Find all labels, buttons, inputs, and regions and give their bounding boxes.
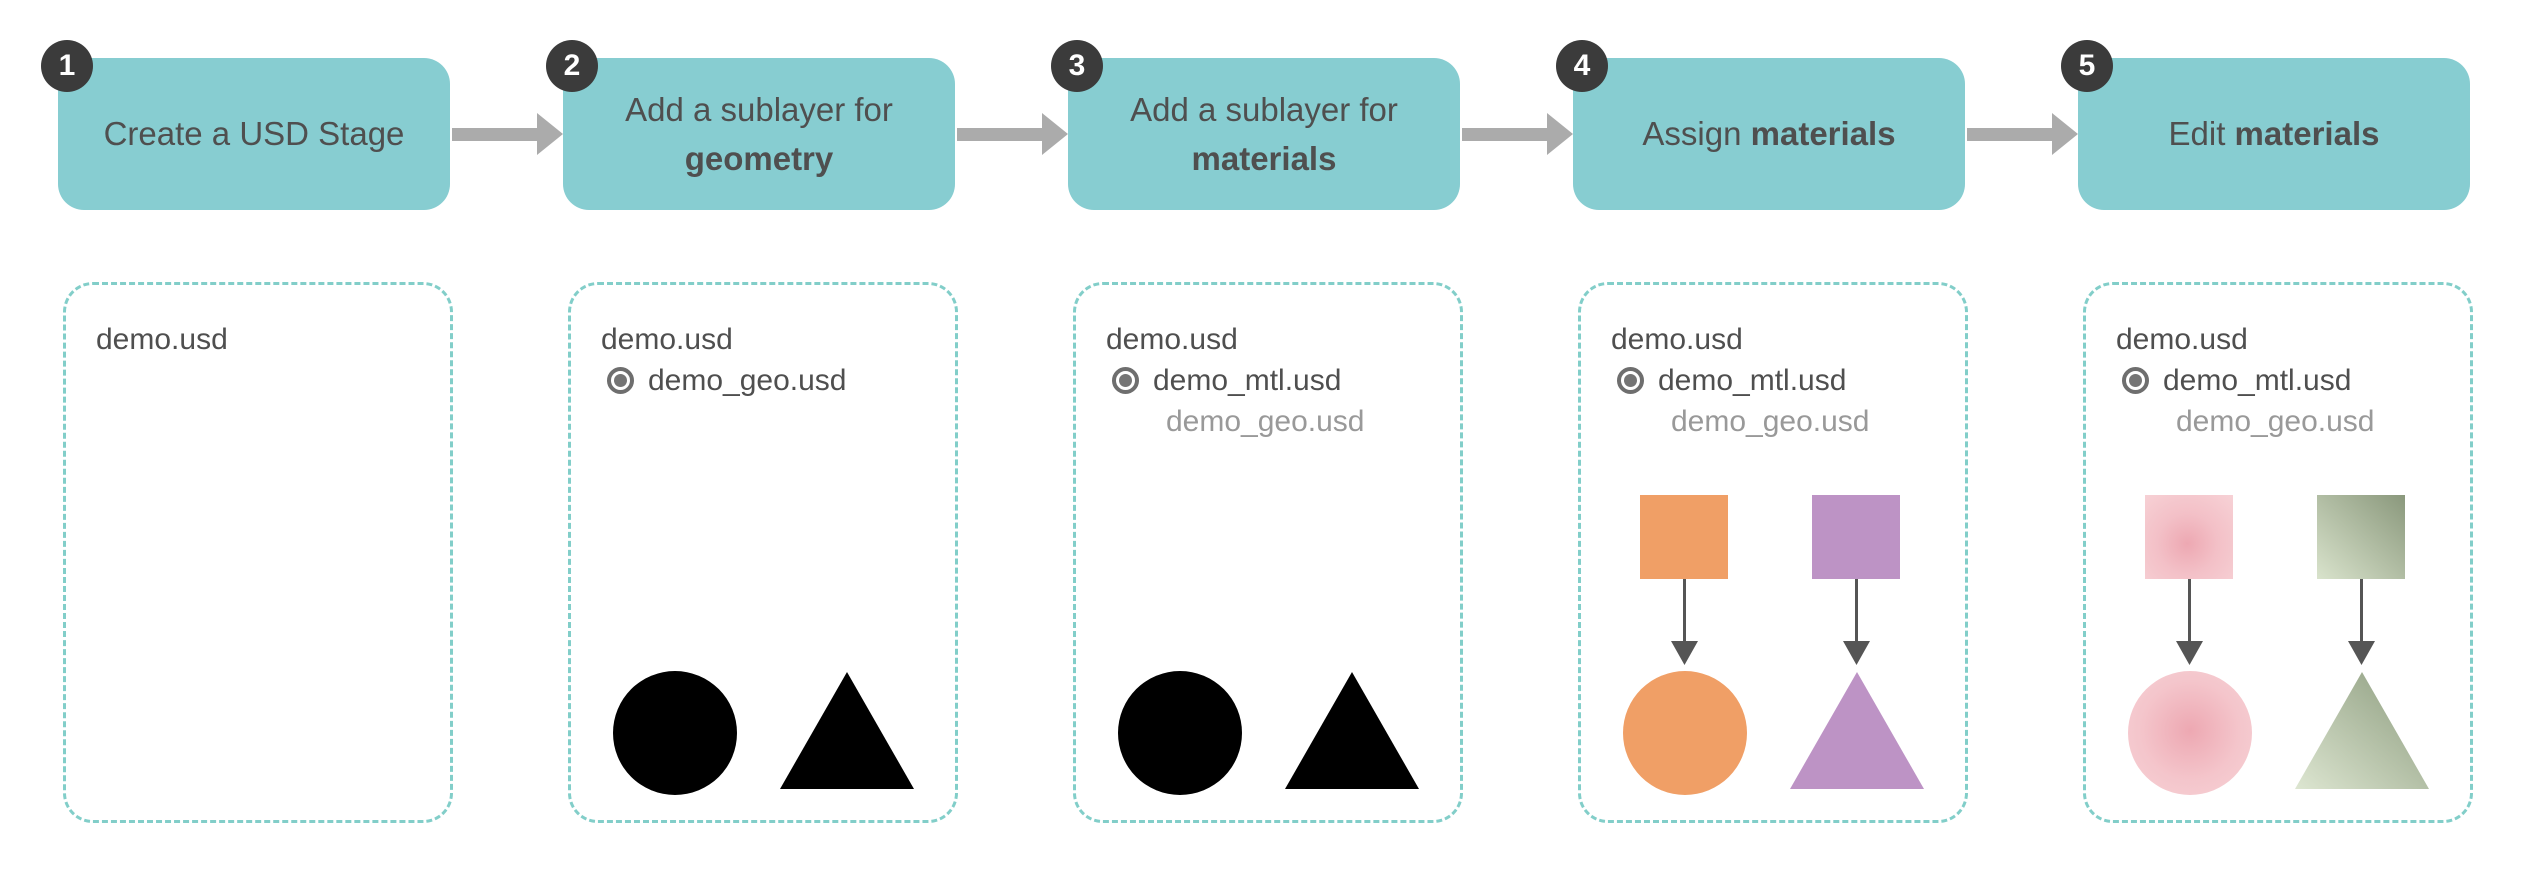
geometry-circle-shape xyxy=(1118,671,1242,795)
assignment-arrow-head-icon xyxy=(1843,641,1870,665)
material-swatch-pink-gradient xyxy=(2145,495,2233,579)
step-label-5-bold: materials xyxy=(2234,115,2380,153)
step-label-4-text: Assign xyxy=(1642,115,1751,153)
assignment-arrow-line xyxy=(1683,579,1686,643)
step-label-4: Assign materials xyxy=(1642,109,1895,159)
active-layer-label: demo_mtl.usd xyxy=(1153,364,1342,397)
assignment-arrow-line xyxy=(1855,579,1858,643)
active-layer-row: demo_mtl.usd xyxy=(1076,360,1460,401)
assignment-arrow-line xyxy=(2360,579,2363,643)
stage-card-2: demo.usd demo_geo.usd xyxy=(568,282,958,823)
active-layer-row: demo_mtl.usd xyxy=(2086,360,2470,401)
material-swatch-orange xyxy=(1640,495,1728,579)
active-layer-label: demo_mtl.usd xyxy=(1658,364,1847,397)
layer-list: demo.usd demo_geo.usd xyxy=(571,319,955,401)
flow-arrow-shaft xyxy=(1462,128,1548,141)
geometry-circle-shape xyxy=(613,671,737,795)
active-layer-label: demo_geo.usd xyxy=(648,364,847,397)
root-layer-label: demo.usd xyxy=(601,323,733,356)
material-swatch-green-gradient xyxy=(2317,495,2405,579)
step-label-5-text: Edit xyxy=(2168,115,2235,153)
flow-arrow-head-icon xyxy=(1547,113,1573,155)
flow-arrow-head-icon xyxy=(537,113,563,155)
step-label-2-text: Add a sublayer for xyxy=(625,90,893,128)
step-number-badge-1: 1 xyxy=(41,40,93,92)
assignment-arrow-head-icon xyxy=(2348,641,2375,665)
layer-list: demo.usd demo_mtl.usd demo_geo.usd xyxy=(2086,319,2470,442)
step-label-1-text: Create a USD Stage xyxy=(103,115,405,153)
assignment-arrow-line xyxy=(2188,579,2191,643)
active-layer-row: demo_geo.usd xyxy=(571,360,955,401)
circle-with-orange-material xyxy=(1623,671,1747,795)
layer-list: demo.usd xyxy=(66,319,450,360)
stage-card-3: demo.usd demo_mtl.usd demo_geo.usd xyxy=(1073,282,1463,823)
edit-target-radio-icon xyxy=(1112,367,1139,394)
step-box-add-materials-sublayer: 3 Add a sublayer for materials xyxy=(1051,40,1460,210)
step-number-badge-5: 5 xyxy=(2061,40,2113,92)
step-number-badge-2: 2 xyxy=(546,40,598,92)
step-number-badge-4: 4 xyxy=(1556,40,1608,92)
inactive-layer-label: demo_geo.usd xyxy=(1671,405,1870,438)
step-number-badge-3: 3 xyxy=(1051,40,1103,92)
stage-card-1: demo.usd xyxy=(63,282,453,823)
inactive-layer-label: demo_geo.usd xyxy=(1166,405,1365,438)
edit-target-radio-icon xyxy=(1617,367,1644,394)
step-box-create-stage: 1 Create a USD Stage xyxy=(41,40,450,210)
step-box-edit-materials: 5 Edit materials xyxy=(2061,40,2470,210)
geometry-triangle-shape xyxy=(780,672,914,789)
step-label-3-text: Add a sublayer for xyxy=(1130,90,1398,128)
root-layer-label: demo.usd xyxy=(2116,323,2248,356)
active-layer-label: demo_mtl.usd xyxy=(2163,364,2352,397)
step-label-5: Edit materials xyxy=(2169,109,2380,159)
flow-arrow-shaft xyxy=(957,128,1043,141)
triangle-with-green-material xyxy=(2295,672,2429,789)
layer-list: demo.usd demo_mtl.usd demo_geo.usd xyxy=(1581,319,1965,442)
stage-card-4: demo.usd demo_mtl.usd demo_geo.usd xyxy=(1578,282,1968,823)
root-layer-label: demo.usd xyxy=(96,323,228,356)
step-label-3-bold: materials xyxy=(1191,140,1337,177)
flow-arrow-head-icon xyxy=(1042,113,1068,155)
step-label-3: Add a sublayer for materials xyxy=(1130,85,1398,184)
step-box-assign-materials: 4 Assign materials xyxy=(1556,40,1965,210)
edit-target-radio-icon xyxy=(2122,367,2149,394)
step-label-4-bold: materials xyxy=(1750,115,1896,153)
step-label-2: Add a sublayer for geometry xyxy=(625,85,893,184)
geometry-triangle-shape xyxy=(1285,672,1419,789)
edit-target-radio-icon xyxy=(607,367,634,394)
step-box-add-geometry-sublayer: 2 Add a sublayer for geometry xyxy=(546,40,955,210)
root-layer-label: demo.usd xyxy=(1611,323,1743,356)
assignment-arrow-head-icon xyxy=(2176,641,2203,665)
stage-card-5: demo.usd demo_mtl.usd demo_geo.usd xyxy=(2083,282,2473,823)
triangle-with-purple-material xyxy=(1790,672,1924,789)
inactive-layer-label: demo_geo.usd xyxy=(2176,405,2375,438)
assignment-arrow-head-icon xyxy=(1671,641,1698,665)
circle-with-pink-material xyxy=(2128,671,2252,795)
flow-arrow-shaft xyxy=(1967,128,2053,141)
root-layer-label: demo.usd xyxy=(1106,323,1238,356)
step-label-2-bold: geometry xyxy=(684,140,834,177)
material-swatch-purple xyxy=(1812,495,1900,579)
active-layer-row: demo_mtl.usd xyxy=(1581,360,1965,401)
layer-list: demo.usd demo_mtl.usd demo_geo.usd xyxy=(1076,319,1460,442)
step-label-1: Create a USD Stage xyxy=(104,109,405,159)
flow-arrow-head-icon xyxy=(2052,113,2078,155)
flow-arrow-shaft xyxy=(452,128,538,141)
